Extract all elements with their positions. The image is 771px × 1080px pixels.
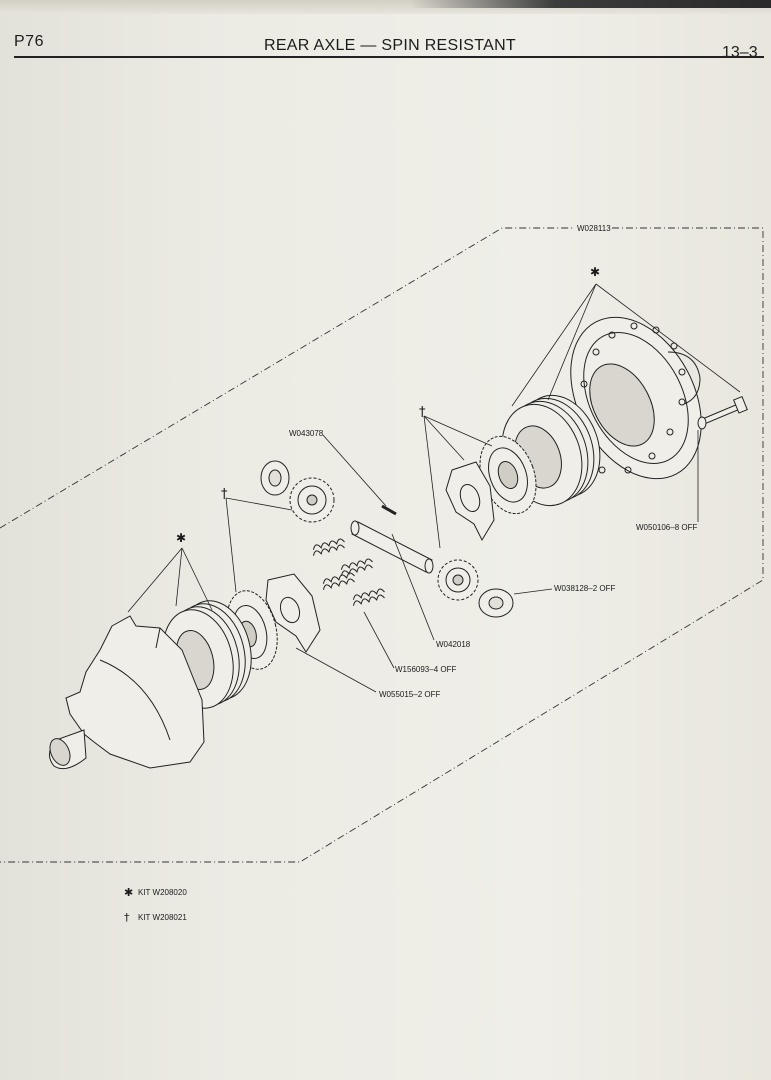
- callout-bolt: W050106–8 OFF: [636, 523, 697, 532]
- pin: [381, 504, 397, 516]
- callout-case-assembly: W028113: [577, 224, 611, 233]
- callout-plates: W055015–2 OFF: [379, 690, 440, 699]
- legend-text: KIT W208020: [138, 888, 187, 897]
- page-top-edge: [0, 0, 771, 14]
- page-code: P76: [14, 33, 44, 50]
- legend-symbol: ✱: [124, 886, 134, 899]
- side-gear-right: [479, 435, 537, 515]
- plate-right: [445, 461, 495, 542]
- pinion-gear-upper: [289, 477, 335, 523]
- callout-springs: W156093–4 OFF: [395, 665, 456, 674]
- legend-row-kit-b: † KIT W208021: [124, 911, 187, 924]
- plate-left: [265, 573, 321, 653]
- bolt: [697, 395, 748, 430]
- assembly-boundary: [0, 227, 764, 863]
- legend-row-kit-a: ✱ KIT W208020: [124, 886, 187, 899]
- kit-b-symbol-right: †: [419, 405, 426, 420]
- kit-b-symbol-left: †: [221, 487, 228, 502]
- legend-symbol: †: [124, 911, 130, 924]
- leader-lines: [127, 283, 741, 693]
- header-rule: [14, 56, 764, 58]
- thrust-washer-upper: [260, 460, 290, 496]
- pinion-gear-lower: [437, 559, 479, 601]
- kit-a-symbol-left: ✱: [176, 531, 186, 545]
- legend-text: KIT W208021: [138, 913, 187, 922]
- page-title: REAR AXLE — SPIN RESISTANT: [263, 37, 516, 54]
- callout-pin: W043078: [289, 429, 324, 438]
- callout-shaft: W042018: [436, 640, 471, 649]
- kit-a-symbol-right: ✱: [590, 265, 600, 279]
- springs: [312, 538, 385, 606]
- callout-washer: W038128–2 OFF: [554, 584, 615, 593]
- case-half-right: [570, 316, 702, 480]
- case-half-left: [49, 615, 205, 770]
- thrust-washer-lower: [478, 588, 514, 618]
- cross-shaft: [350, 520, 434, 574]
